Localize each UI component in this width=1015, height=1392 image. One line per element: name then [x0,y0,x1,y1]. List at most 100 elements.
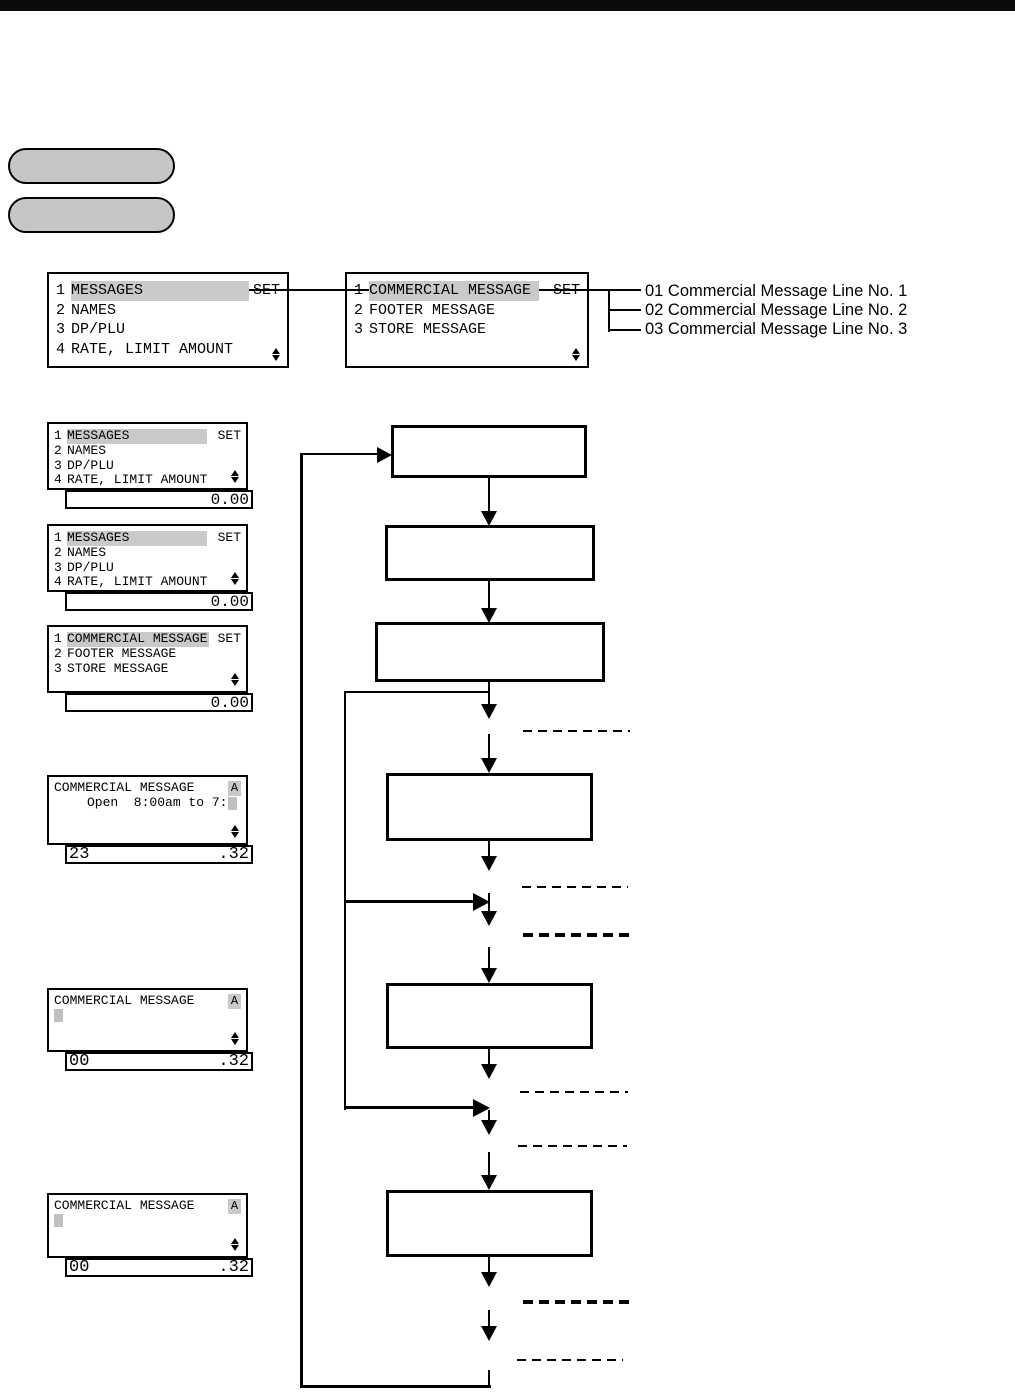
char-count: 00 [69,1051,90,1071]
scroll-arrows-icon [231,1238,240,1251]
arrow-right-icon [473,893,490,911]
rear-display-bar: 0.00 [65,490,253,509]
scroll-arrows-icon [272,348,281,361]
menu-item-names: NAMES [71,301,117,319]
flow-box-6 [386,1190,593,1257]
rear-amount: 0.00 [210,592,249,611]
menu-item-number: 2 [56,301,66,319]
editor-title: COMMERCIAL MESSAGE [54,993,195,1009]
flow-box-5 [386,983,593,1049]
menu-item-dp-plu: DP/PLU [67,559,114,575]
arrow-down-icon [481,1120,497,1135]
text-cursor [54,1214,63,1227]
text-cursor [54,1009,63,1022]
flow-line [488,581,490,608]
menu-item-number: 4 [54,574,62,590]
mode-indicator: A [228,781,241,796]
menu-item-rate-limit: RATE, LIMIT AMOUNT [71,340,234,358]
loop-line-bottom [300,1385,491,1388]
menu-item-number: 1 [54,530,62,545]
text-cursor [228,796,238,810]
arrow-down-icon [481,608,497,623]
menu-row: 4 RATE, LIMIT AMOUNT [56,340,280,360]
dashed-connector-2 [522,886,628,888]
arrow-down-icon [481,704,497,719]
rear-amount: 0.00 [210,693,249,712]
key-button-pill-2 [8,197,175,233]
menu-item-number: 1 [54,631,62,646]
menu-display-messages: 1 COMMERCIAL MESSAGE SET 2 FOOTER MESSAG… [345,272,589,368]
menu-item-number: 3 [54,660,62,676]
menu-item-number: 4 [56,340,66,358]
flow-box-3 [375,622,605,682]
dashed-connector-7 [517,1359,623,1361]
rear-display-bar: 0.00 [65,693,253,712]
menu-item-rate-limit: RATE, LIMIT AMOUNT [67,574,208,590]
menu-item-commercial-message: COMMERCIAL MESSAGE [369,281,539,301]
menu-item-rate-limit: RATE, LIMIT AMOUNT [67,472,208,488]
flow-box-1 [391,425,587,478]
scroll-arrows-icon [231,572,240,585]
menu-item-number: 2 [354,301,364,319]
menu-item-footer-message: FOOTER MESSAGE [369,301,496,319]
flow-line [488,947,490,968]
branch-stub-1 [608,289,641,291]
arrow-down-icon [481,968,497,983]
menu-row: 2 FOOTER MESSAGE [354,301,580,321]
flow-line [488,682,490,704]
menu-item-dp-plu: DP/PLU [67,457,114,473]
mode-indicator: A [228,1199,241,1214]
arrow-down-icon [481,1175,497,1190]
menu-item-dp-plu: DP/PLU [71,321,126,338]
rear-amount: .32 [218,844,249,864]
menu-item-number: 2 [54,645,62,661]
scroll-arrows-icon [231,673,240,686]
flow-line [488,1049,490,1064]
set-indicator: SET [217,530,241,545]
scroll-arrows-icon [572,348,581,361]
set-indicator: SET [217,428,241,443]
scroll-arrows-icon [231,1032,240,1045]
menu-item-messages: MESSAGES [71,281,249,301]
loop-arrow-line [300,453,379,455]
menu-item-number: 3 [354,321,364,338]
arrow-right-icon [377,447,392,463]
flow-line [488,1152,490,1175]
rear-amount: .32 [218,1257,249,1277]
dashed-connector-4 [520,1091,628,1093]
branch-line [345,691,490,693]
menu-item-number: 3 [56,321,66,338]
branch-stub-2 [608,309,641,311]
rear-display-bar: 00 .32 [65,1052,253,1071]
arrow-down-icon [481,911,497,926]
menu-item-number: 1 [56,282,66,299]
reentry-arrow-line [345,1106,474,1109]
menu-row: 2 NAMES [56,301,280,321]
dashed-connector-1 [523,730,630,732]
arrow-down-icon [481,1272,497,1287]
menu-item-messages: MESSAGES [67,428,207,444]
menu-item-messages: MESSAGES [67,530,207,546]
loop-line [488,1370,490,1388]
editor-title: COMMERCIAL MESSAGE [54,1198,195,1214]
char-count: 23 [69,844,90,864]
menu-item-number: 3 [54,457,62,473]
scroll-arrows-icon [231,825,240,838]
rear-amount: .32 [218,1051,249,1071]
char-count: 00 [69,1257,90,1277]
flow-line [488,1257,490,1272]
arrow-down-icon [481,856,497,871]
menu-item-number: 4 [54,472,62,488]
rear-display-bar: 23 .32 [65,845,253,864]
scroll-arrows-icon [231,470,240,483]
page-header-bar [0,0,1015,11]
branch-label-3: 03 Commercial Message Line No. 3 [645,320,908,338]
branch-label-2: 02 Commercial Message Line No. 2 [645,301,908,319]
arrow-down-icon [481,1064,497,1079]
menu-row: 1 MESSAGES SET [56,281,280,301]
rear-display-bar: 00 .32 [65,1258,253,1277]
